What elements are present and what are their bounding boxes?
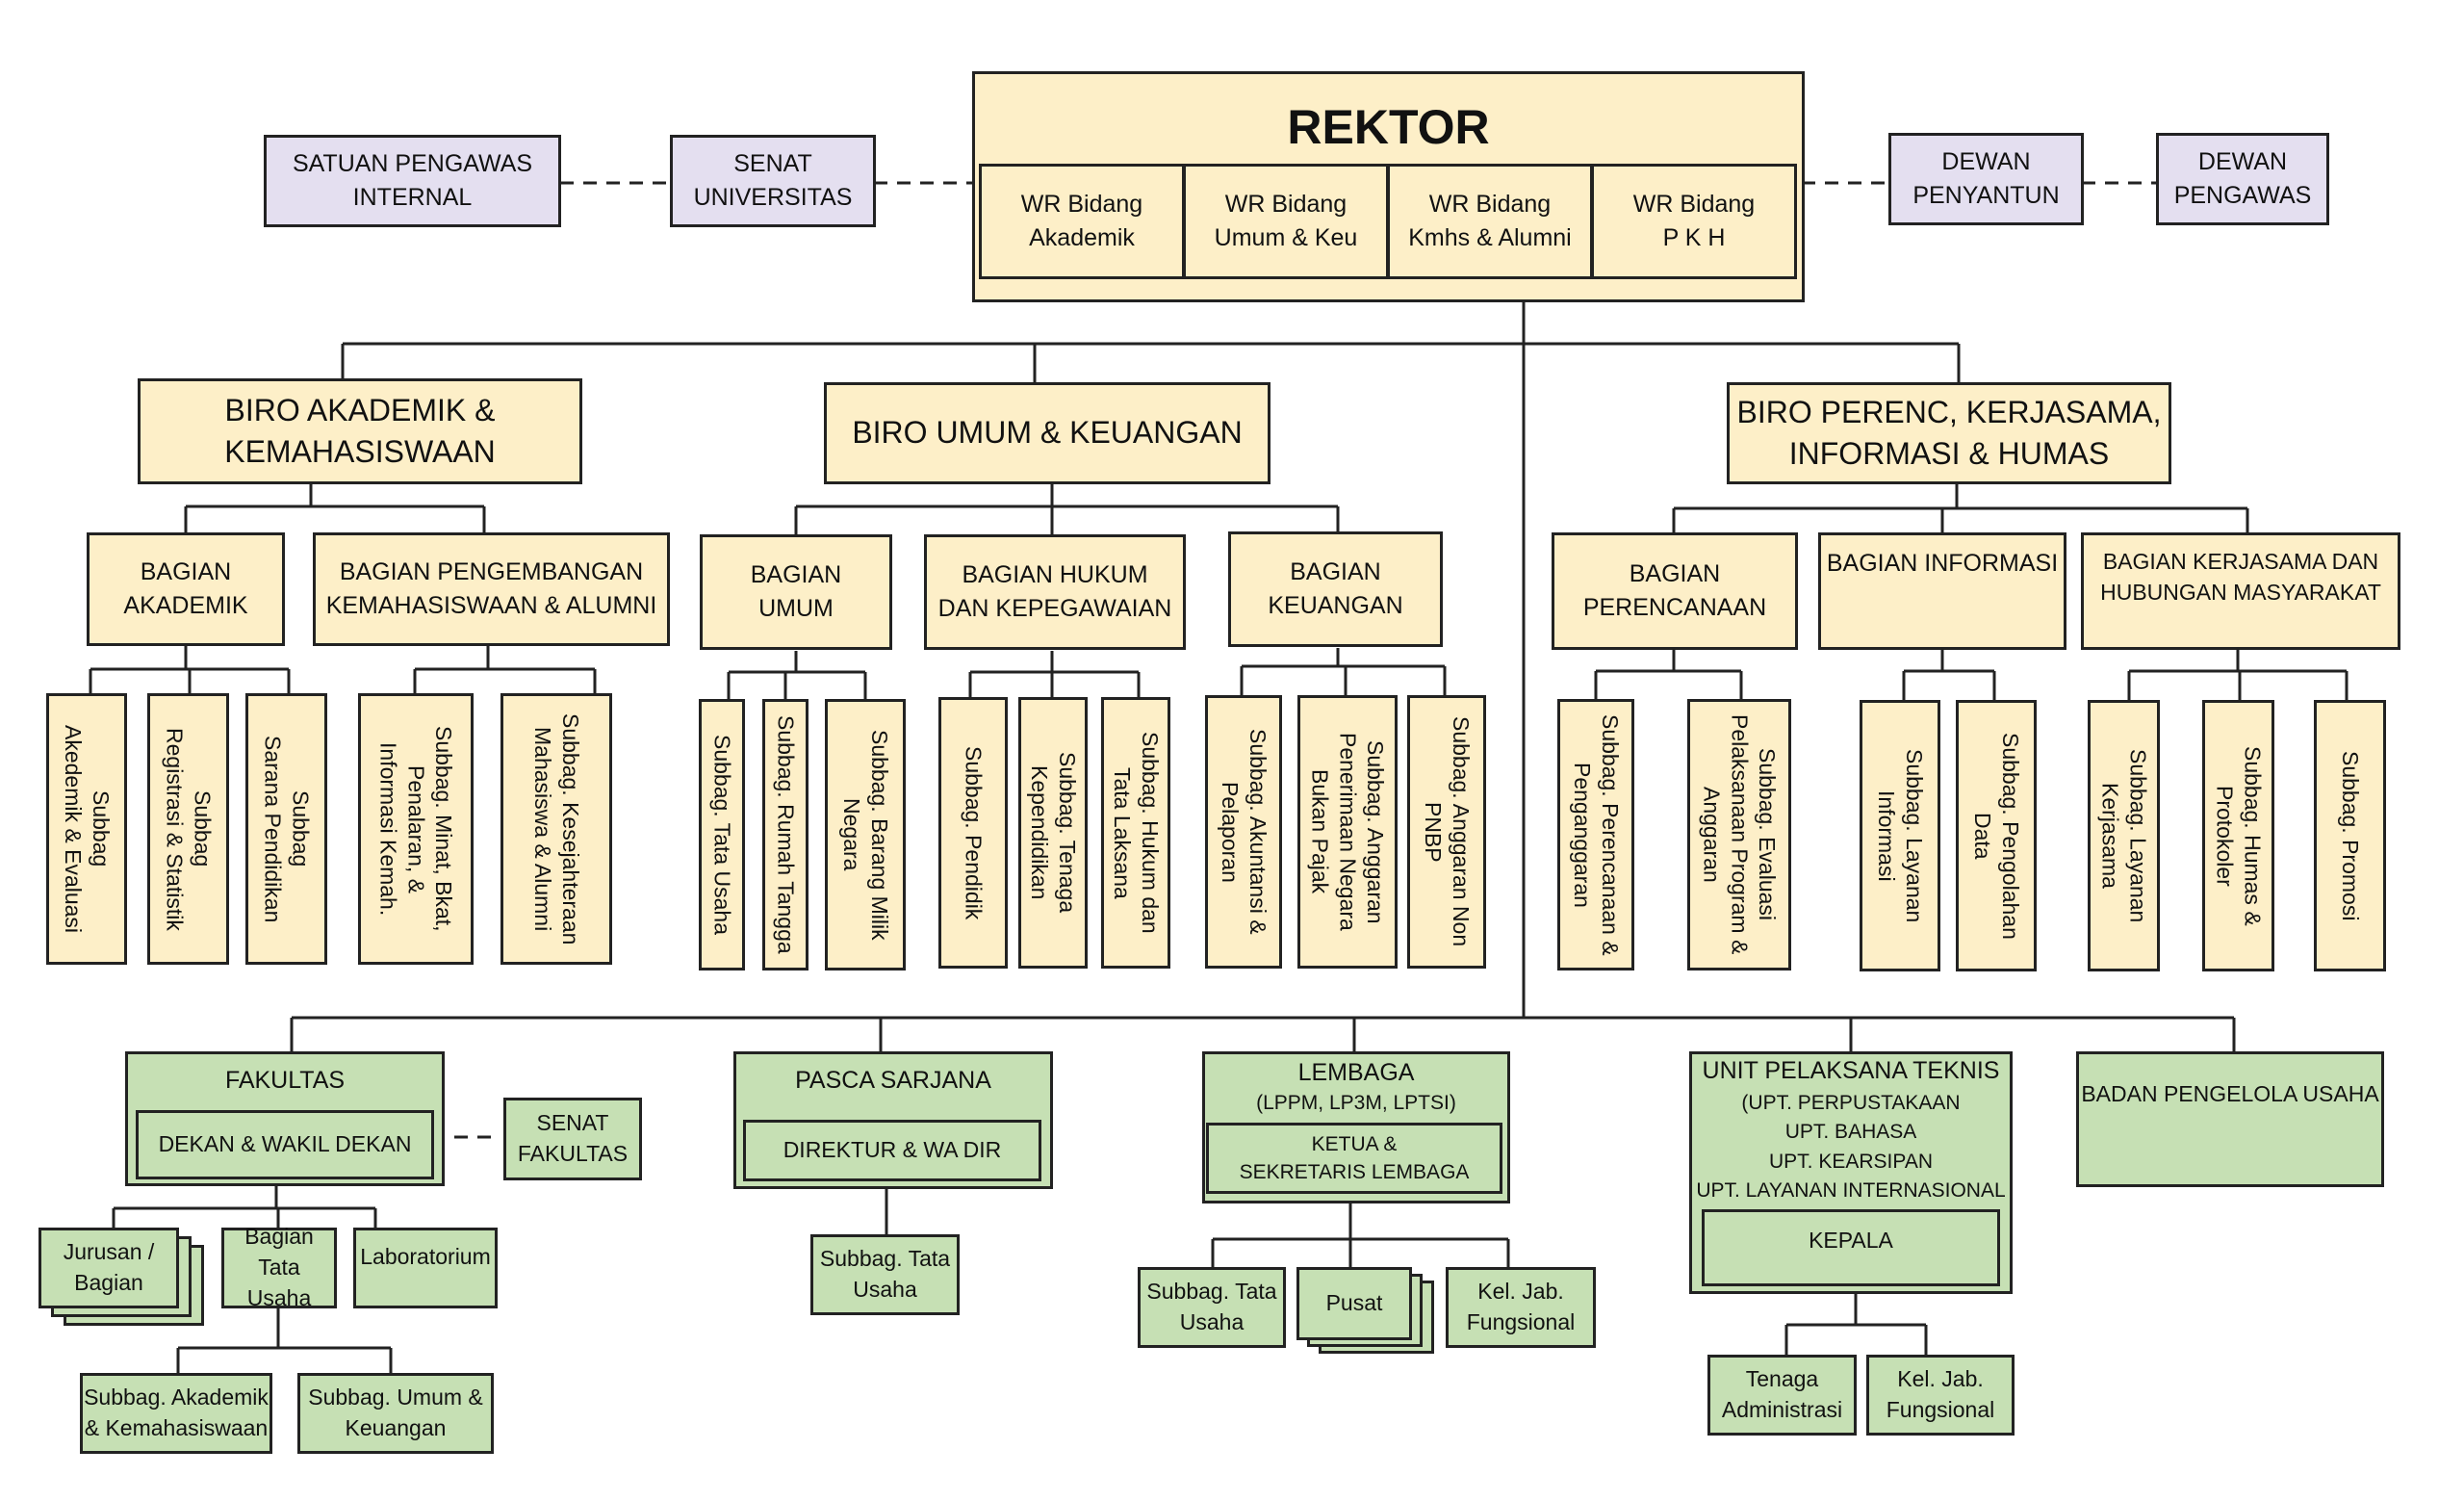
laboratorium: Laboratorium — [353, 1228, 498, 1308]
bagian-akademik: BAGIAN AKADEMIK — [87, 532, 285, 646]
lembaga-subtitle: (LPPM, LP3M, LPTSI) — [1256, 1092, 1456, 1114]
subbag-akuntansi-pelaporan: Subbag. Akuntansi & Pelaporan — [1205, 695, 1282, 969]
subbag-akademik-evaluasi: Subbag Akedemik & Evaluasi — [46, 693, 127, 965]
subbag-minat-bakat: Subbag. Minat, Bkat, Penalaran, & Inform… — [358, 693, 474, 965]
bagian-kerjasama-humas: BAGIAN KERJASAMA DAN HUBUNGAN MASYARAKAT — [2081, 532, 2400, 650]
wr-kmhs-alumni: WR Bidang Kmhs & Alumni — [1387, 164, 1593, 279]
dewan-penyantun: DEWAN PENYANTUN — [1888, 133, 2084, 225]
jurusan-bagian: Jurusan / Bagian — [38, 1228, 179, 1308]
subbag-promosi: Subbag. Promosi — [2314, 700, 2386, 971]
pusat: Pusat — [1296, 1267, 1412, 1340]
subbag-hukum-tata-laksana: Subbag. Hukum dan Tata Laksana — [1101, 697, 1170, 969]
subbag-layanan-informasi: Subbag. Layanan Informasi — [1860, 700, 1940, 971]
upt-kel-jab-fungsional: Kel. Jab. Fungsional — [1866, 1355, 2015, 1436]
subbag-registrasi-statistik: Subbag Registrasi & Statistik — [147, 693, 229, 965]
wr-umum-keu: WR Bidang Umum & Keu — [1183, 164, 1389, 279]
wr-akademik: WR Bidang Akademik — [979, 164, 1185, 279]
subbag-perencanaan-penganggaran: Subbag. Perencanaan & Penganggaran — [1557, 699, 1634, 970]
bagian-tata-usaha: Bagian Tata Usaha — [221, 1224, 337, 1310]
biro-perenc-kerjasama: BIRO PERENC, KERJASAMA, INFORMASI & HUMA… — [1727, 382, 2171, 484]
biro-akademik: BIRO AKADEMIK & KEMAHASISWAAN — [138, 378, 582, 484]
subbag-humas-protokoler: Subbag. Humas & Protokoler — [2202, 700, 2274, 971]
subbag-akademik-kemahasiswaan: Subbag. Akademik & Kemahasiswaan — [80, 1373, 272, 1454]
upt-title: UNIT PELAKSANA TEKNIS — [1702, 1057, 2000, 1084]
bagian-informasi: BAGIAN INFORMASI — [1818, 532, 2066, 650]
upt-tenaga-administrasi: Tenaga Administrasi — [1707, 1355, 1857, 1436]
subbag-evaluasi-pelaksanaan: Subbag. Evaluasi Pelaksanaan Program & A… — [1687, 699, 1791, 970]
subbag-tenaga-kependidikan: Subbag. Tenaga Kependidikan — [1018, 697, 1088, 969]
bagian-perencanaan: BAGIAN PERENCANAAN — [1552, 532, 1798, 650]
subbag-tata-usaha: Subbag. Tata Usaha — [699, 699, 745, 970]
subbag-pendidik: Subbag. Pendidik — [938, 697, 1008, 969]
badan-pengelola-usaha: BADAN PENGELOLA USAHA — [2076, 1051, 2384, 1187]
bagian-keuangan: BAGIAN KEUANGAN — [1228, 531, 1443, 647]
subbag-anggaran-pnbp: Subbag. Anggaran Penerimaan Negara Bukan… — [1297, 695, 1398, 969]
direktur-wa-dir: DIREKTUR & WA DIR — [743, 1120, 1041, 1181]
senat-universitas: SENAT UNIVERSITAS — [670, 135, 876, 227]
bagian-pengembangan-kemahasiswaan: BAGIAN PENGEMBANGAN KEMAHASISWAAN & ALUM… — [313, 532, 670, 646]
dekan-wakil-dekan: DEKAN & WAKIL DEKAN — [136, 1110, 434, 1179]
subbag-kesejahteraan-mahasiswa: Subbag. Kesejahteraan Mahasiswa & Alumni — [500, 693, 612, 965]
rektor-title: REKTOR — [1287, 100, 1490, 154]
biro-umum-keuangan: BIRO UMUM & KEUANGAN — [824, 382, 1270, 484]
subbag-layanan-kerjasama: Subbag. Layanan Kerjasama — [2088, 700, 2160, 971]
lembaga-kel-jab-fungsional: Kel. Jab. Fungsional — [1446, 1267, 1596, 1348]
subbag-anggaran-non-pnbp: Subbag. Anggaran Non PNBP — [1407, 695, 1486, 969]
subbag-pengolahan-data: Subbag. Pengolahan Data — [1956, 700, 2037, 971]
pasca-subbag-tata-usaha: Subbag. Tata Usaha — [810, 1234, 960, 1315]
pasca-title: PASCA SARJANA — [795, 1067, 991, 1094]
lembaga-subbag-tata-usaha: Subbag. Tata Usaha — [1138, 1267, 1286, 1348]
ketua-sekretaris-lembaga: KETUA & SEKRETARIS LEMBAGA — [1206, 1123, 1502, 1194]
bagian-umum: BAGIAN UMUM — [700, 534, 892, 650]
upt-list: (UPT. PERPUSTAKAAN UPT. BAHASA UPT. KEAR… — [1696, 1092, 2006, 1203]
subbag-barang-milik-negara: Subbag. Barang Milik Negara — [825, 699, 906, 970]
lembaga-title: LEMBAGA — [1297, 1059, 1415, 1086]
bagian-hukum-kepegawaian: BAGIAN HUKUM DAN KEPEGAWAIAN — [924, 534, 1186, 650]
subbag-umum-keuangan: Subbag. Umum & Keuangan — [297, 1373, 494, 1454]
senat-fakultas: SENAT FAKULTAS — [503, 1098, 642, 1180]
dewan-pengawas: DEWAN PENGAWAS — [2156, 133, 2329, 225]
wr-pkh: WR Bidang P K H — [1591, 164, 1797, 279]
fakultas-title: FAKULTAS — [224, 1067, 346, 1094]
subbag-rumah-tangga: Subbag. Rumah Tangga — [762, 699, 808, 970]
satuan-pengawas-internal: SATUAN PENGAWAS INTERNAL — [264, 135, 561, 227]
upt-kepala: KEPALA — [1702, 1209, 2000, 1286]
subbag-sarana-pendidikan: Subbag Sarana Pendidikan — [245, 693, 327, 965]
